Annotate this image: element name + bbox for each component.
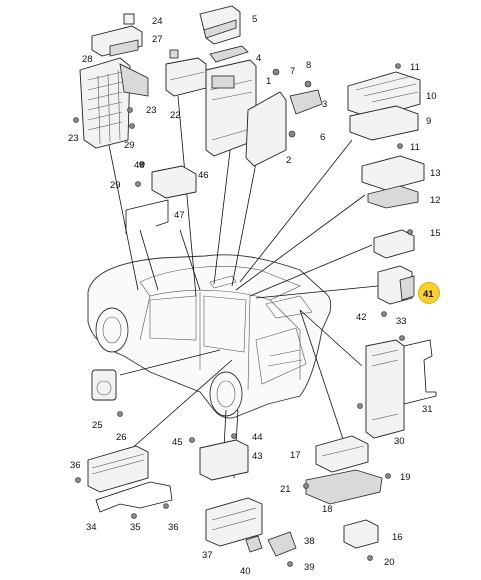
label-10[interactable]: 10 (426, 91, 437, 102)
label-16[interactable]: 16 (392, 532, 403, 543)
label-1[interactable]: 1 (266, 76, 271, 87)
label-43[interactable]: 43 (252, 451, 263, 462)
label-20[interactable]: 20 (384, 557, 395, 568)
label-8[interactable]: 8 (306, 60, 311, 71)
leader-lines (107, 95, 379, 479)
label-22[interactable]: 22 (170, 110, 181, 121)
label-4[interactable]: 4 (256, 53, 261, 64)
label-23-top[interactable]: 23 (146, 105, 157, 116)
label-3[interactable]: 3 (322, 99, 327, 110)
label-30[interactable]: 30 (394, 436, 405, 447)
label-15[interactable]: 15 (430, 228, 441, 239)
part-number-labels: 24 27 28 23 23 29 22 5 4 1 7 8 3 6 2 11 … (68, 14, 441, 577)
label-26[interactable]: 26 (116, 432, 127, 443)
label-6[interactable]: 6 (320, 132, 325, 143)
label-29-top[interactable]: 29 (124, 140, 135, 151)
label-31[interactable]: 31 (422, 404, 433, 415)
label-7[interactable]: 7 (290, 66, 295, 77)
label-25[interactable]: 25 (92, 420, 103, 431)
label-23[interactable]: 23 (68, 133, 79, 144)
label-18[interactable]: 18 (322, 504, 333, 515)
label-27[interactable]: 27 (152, 34, 163, 45)
label-36[interactable]: 36 (168, 522, 179, 533)
label-33[interactable]: 33 (396, 316, 407, 327)
label-38[interactable]: 38 (304, 536, 315, 547)
parts (73, 5, 437, 567)
part-41-highlight[interactable] (418, 282, 440, 304)
label-5[interactable]: 5 (252, 14, 257, 25)
label-47[interactable]: 47 (174, 210, 185, 221)
vehicle-illustration (87, 254, 332, 419)
label-39[interactable]: 39 (304, 562, 315, 573)
label-40[interactable]: 40 (240, 566, 251, 577)
label-46[interactable]: 46 (198, 170, 209, 181)
label-11[interactable]: 11 (410, 142, 420, 153)
label-21[interactable]: 21 (280, 484, 291, 495)
label-34[interactable]: 34 (86, 522, 97, 533)
label-19[interactable]: 19 (400, 472, 411, 483)
label-36-left[interactable]: 36 (70, 460, 81, 471)
label-41[interactable]: 41 (423, 289, 434, 300)
label-12[interactable]: 12 (430, 195, 441, 206)
label-48[interactable]: 48 (134, 160, 145, 171)
label-35[interactable]: 35 (130, 522, 141, 533)
label-9[interactable]: 9 (426, 116, 431, 127)
label-37[interactable]: 37 (202, 550, 213, 561)
label-17[interactable]: 17 (290, 450, 301, 461)
label-2[interactable]: 2 (286, 155, 291, 166)
label-11-top[interactable]: 11 (410, 62, 420, 73)
label-44[interactable]: 44 (252, 432, 263, 443)
label-42[interactable]: 42 (356, 312, 367, 323)
label-45[interactable]: 45 (172, 437, 183, 448)
label-13[interactable]: 13 (430, 168, 441, 179)
label-24[interactable]: 24 (152, 16, 163, 27)
label-29[interactable]: 29 (110, 180, 121, 191)
label-28[interactable]: 28 (82, 54, 93, 65)
